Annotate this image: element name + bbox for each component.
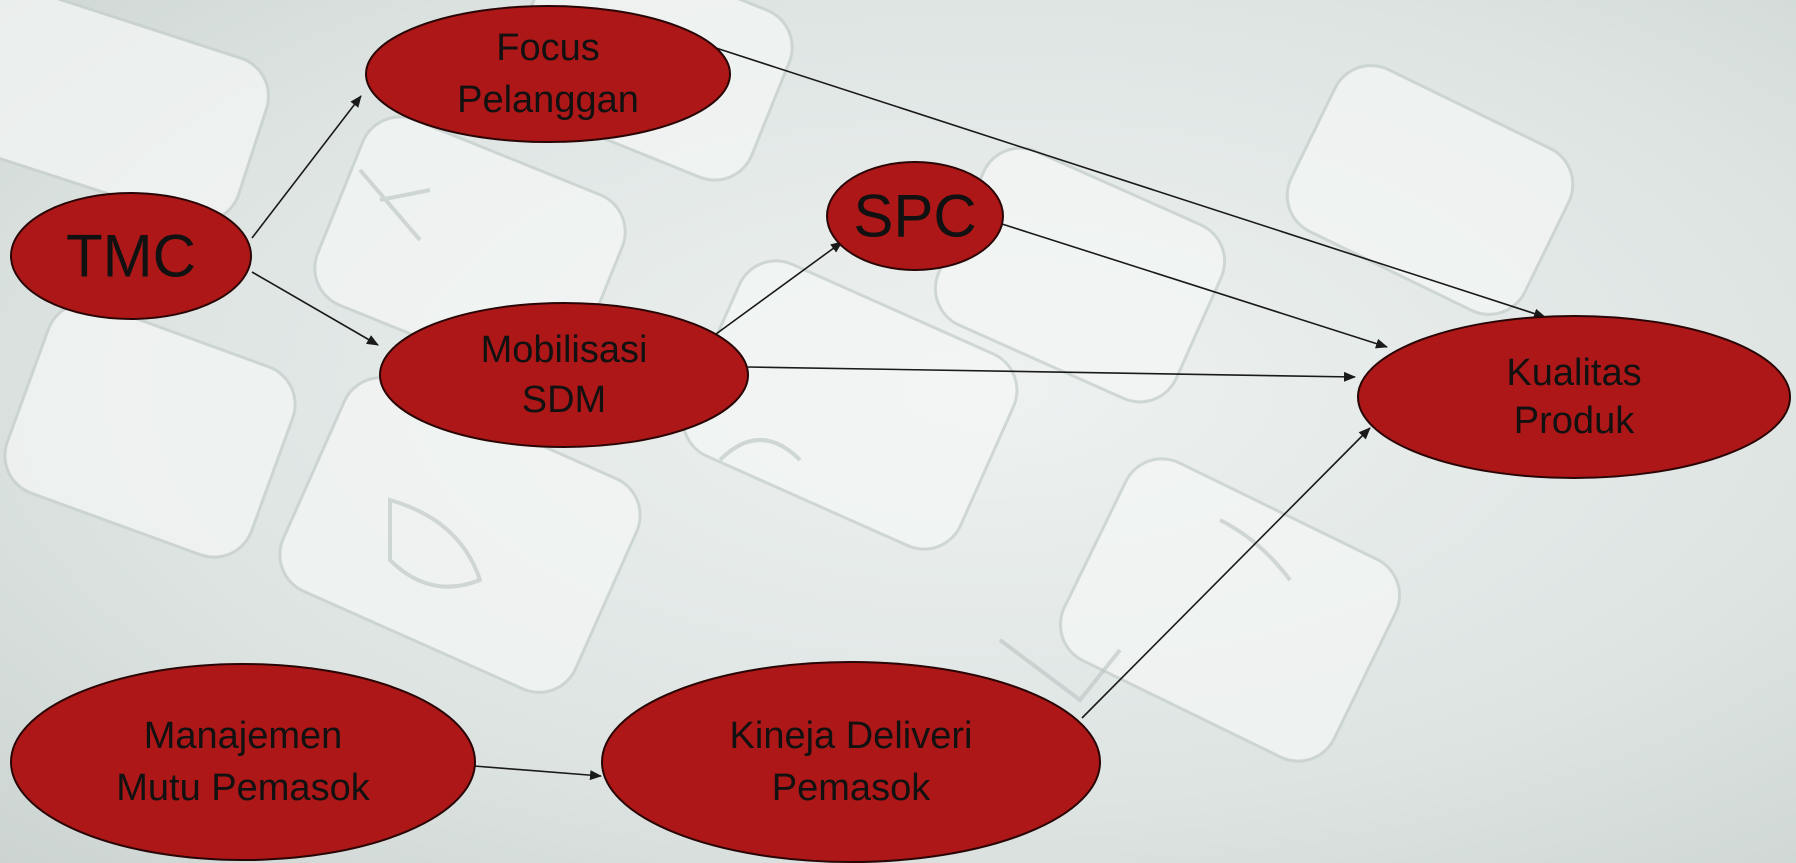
arrow-mobilisasi-to-spc <box>715 241 843 335</box>
node-kineja-deliveri-pemasok-label-line-1: Kineja Deliveri <box>730 715 973 757</box>
node-focus-pelanggan-ellipse <box>365 5 731 143</box>
node-kualitas-produk-ellipse <box>1357 315 1791 479</box>
node-kineja-deliveri-pemasok-ellipse <box>601 661 1101 863</box>
arrow-manajemen-to-kineja <box>473 765 602 781</box>
node-manajemen-mutu-pemasok-label-line-2: Mutu Pemasok <box>116 767 370 809</box>
arrow-tmc-to-mobilisasi <box>251 271 379 346</box>
arrow-tmc-to-focus <box>251 95 362 239</box>
node-kualitas-produk-label-line-1: Kualitas <box>1506 352 1641 394</box>
node-tmc-label-line-1: TMC <box>66 223 196 290</box>
node-mobilisasi-sdm-ellipse <box>379 302 749 448</box>
node-kualitas-produk-label-line-2: Produk <box>1514 400 1635 442</box>
node-mobilisasi-sdm-label-line-2: SDM <box>522 379 606 421</box>
edges <box>251 47 1546 781</box>
node-spc-ellipse <box>826 161 1004 271</box>
node-tmc: TMC <box>10 192 252 320</box>
arrow-spc-to-kualitas <box>1001 223 1388 349</box>
node-spc: SPC <box>826 161 1004 271</box>
node-manajemen-mutu-pemasok-label-line-1: Manajemen <box>144 715 343 757</box>
arrow-kineja-to-kualitas <box>1081 427 1371 719</box>
arrow-focus-to-kualitas <box>715 47 1546 319</box>
arrow-mobilisasi-to-kualitas <box>747 366 1356 382</box>
node-mobilisasi-sdm-label-line-1: Mobilisasi <box>481 329 648 371</box>
node-tmc-ellipse <box>10 192 252 320</box>
node-focus-pelanggan-label-line-1: Focus <box>496 27 599 69</box>
node-focus-pelanggan-label-line-2: Pelanggan <box>457 79 639 121</box>
node-kineja-deliveri-pemasok-label-line-2: Pemasok <box>772 767 931 809</box>
node-spc-label-line-1: SPC <box>853 183 976 250</box>
node-manajemen-mutu-pemasok-ellipse <box>10 663 476 861</box>
